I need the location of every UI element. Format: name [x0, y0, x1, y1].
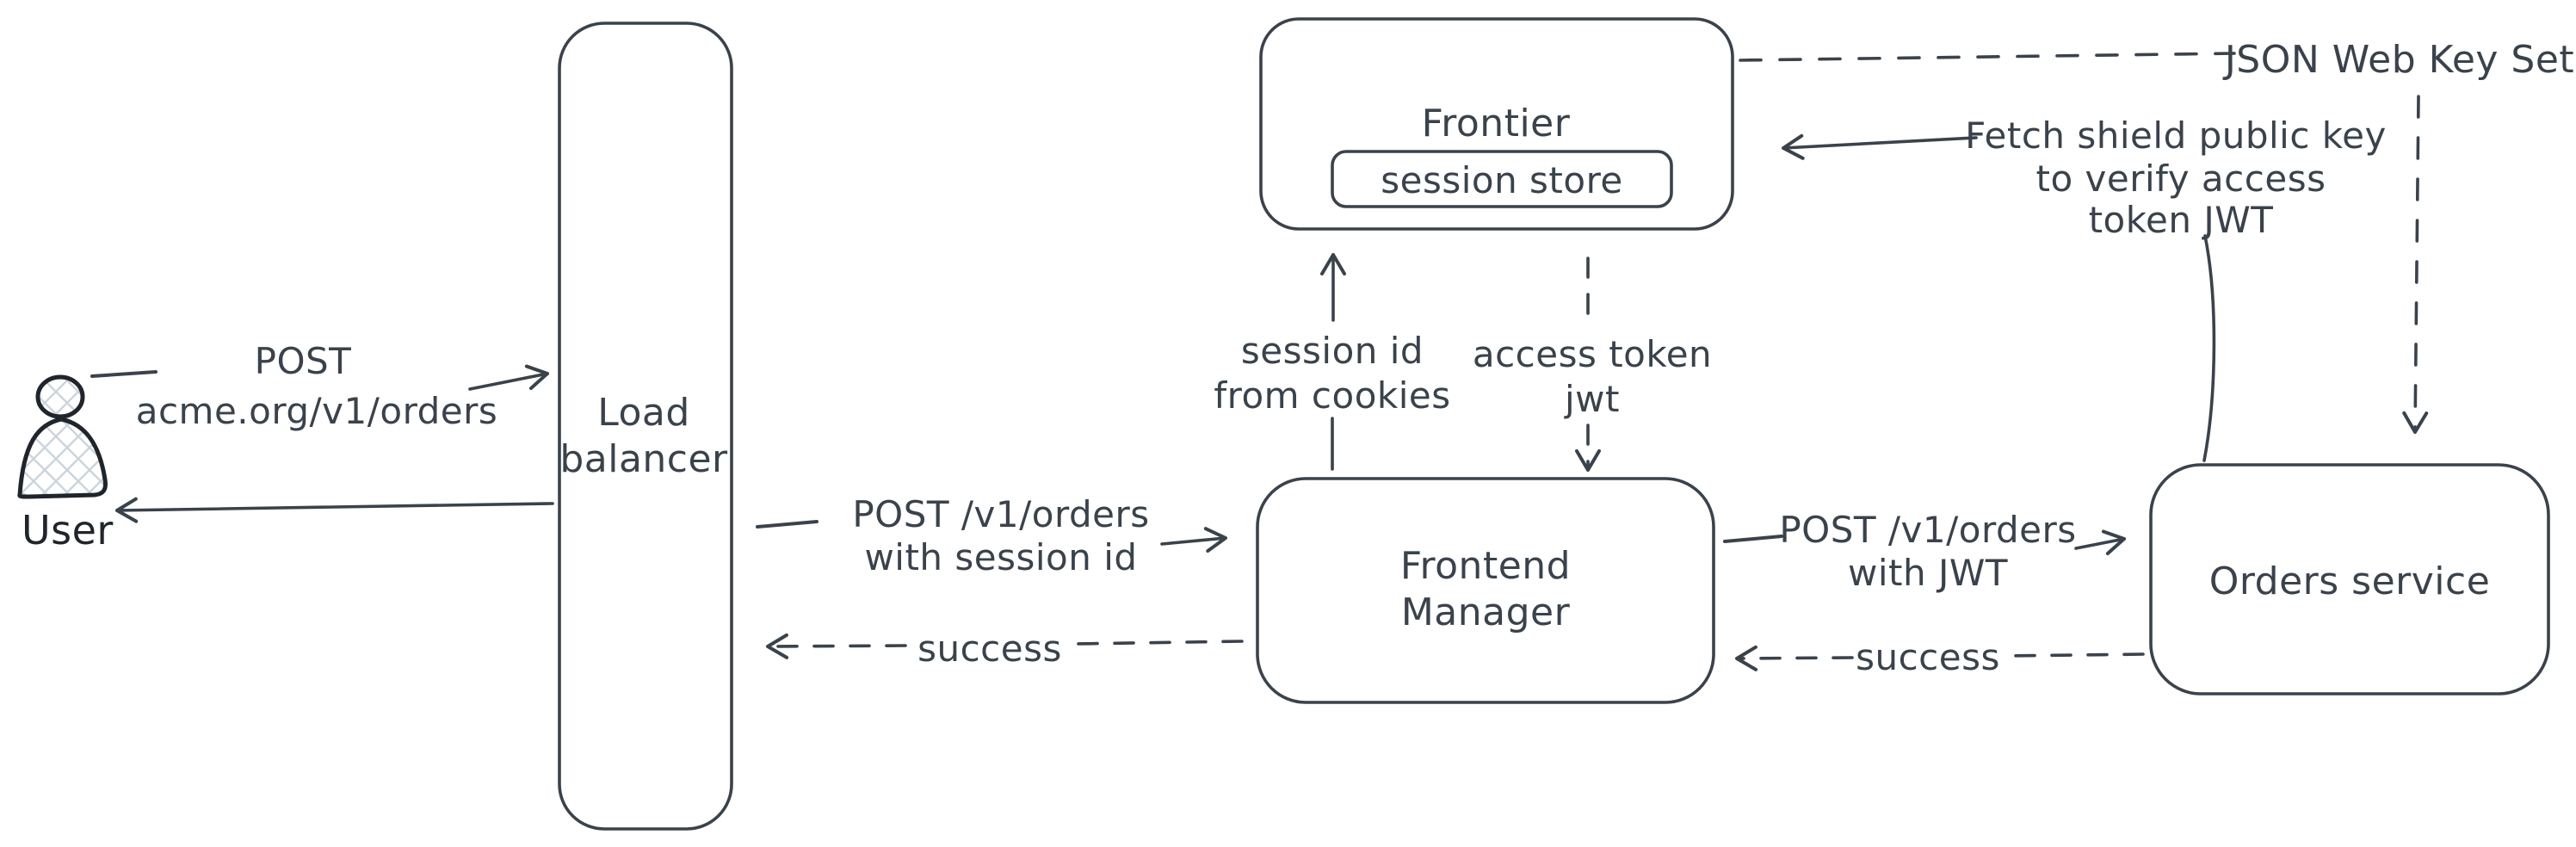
- edge-fm-to-lb-success-right: [1074, 640, 1244, 646]
- orders-service-label: Orders service: [2209, 560, 2491, 603]
- load-balancer-box: [558, 22, 733, 831]
- edge-frontier-to-fm-label-2: jwt: [1564, 378, 1620, 420]
- edge-user-to-lb-label-1: POST: [255, 340, 352, 382]
- edge-fm-to-lb-success-label: success: [917, 628, 1062, 670]
- frontier-label: Frontier: [1422, 102, 1571, 145]
- edge-fetch-key-label-2: to verify access: [2036, 158, 2326, 200]
- session-store-label: session store: [1381, 159, 1623, 201]
- edge-orders-to-fm-success-label: success: [1856, 636, 2000, 678]
- edge-fetch-key-label-1: Fetch shield public key: [1965, 114, 2387, 157]
- edge-lb-to-fm-label-2: with session id: [864, 536, 1137, 578]
- edge-fetch-key-label-3: token JWT: [2089, 199, 2274, 241]
- user-icon: [17, 374, 108, 499]
- edge-user-to-lb-label-2: acme.org/v1/orders: [136, 390, 498, 432]
- frontend-manager-box: [1256, 477, 1715, 704]
- user-label: User: [22, 507, 114, 553]
- edge-lb-to-fm-dash: [756, 520, 819, 529]
- load-balancer-label-1: Load: [597, 391, 690, 435]
- load-balancer-label-2: balancer: [559, 437, 728, 481]
- edge-fm-to-frontier-label-1: session id: [1241, 330, 1424, 372]
- user-body: [17, 417, 108, 499]
- jwks-label: JSON Web Key Set: [2222, 38, 2574, 82]
- edge-frontier-to-jwks-dashed: [1739, 52, 2236, 62]
- edge-fetch-key-curve: [2202, 234, 2216, 462]
- edge-orders-to-fm-success-right: [2004, 652, 2145, 658]
- edge-lb-to-fm-label-1: POST /v1/orders: [852, 493, 1149, 535]
- edge-fm-to-frontier-label-2: from cookies: [1214, 374, 1450, 417]
- edge-user-to-lb-dash: [90, 370, 158, 378]
- edge-fm-to-orders-label-2: with JWT: [1848, 552, 2008, 594]
- edge-fetch-key-arrow: [1782, 133, 1978, 160]
- user-head: [35, 374, 85, 419]
- edge-lb-to-user-arrow: [115, 497, 554, 523]
- edge-fm-to-orders-dash: [1723, 535, 1783, 543]
- edge-fm-to-orders-arrow: [2074, 529, 2126, 555]
- edge-fm-to-orders-label-1: POST /v1/orders: [1779, 509, 2076, 551]
- frontend-manager-label-1: Frontend: [1400, 544, 1571, 588]
- edge-lb-to-fm-arrow: [1160, 527, 1227, 553]
- orders-service-box: [2149, 463, 2550, 696]
- edge-user-to-lb-arrow: [468, 364, 549, 391]
- edge-frontier-to-fm-label-1: access token: [1473, 333, 1712, 375]
- session-store-box: [1331, 150, 1673, 208]
- frontend-manager-label-2: Manager: [1401, 590, 1571, 634]
- edge-jwks-to-orders-dashed: [2402, 95, 2429, 434]
